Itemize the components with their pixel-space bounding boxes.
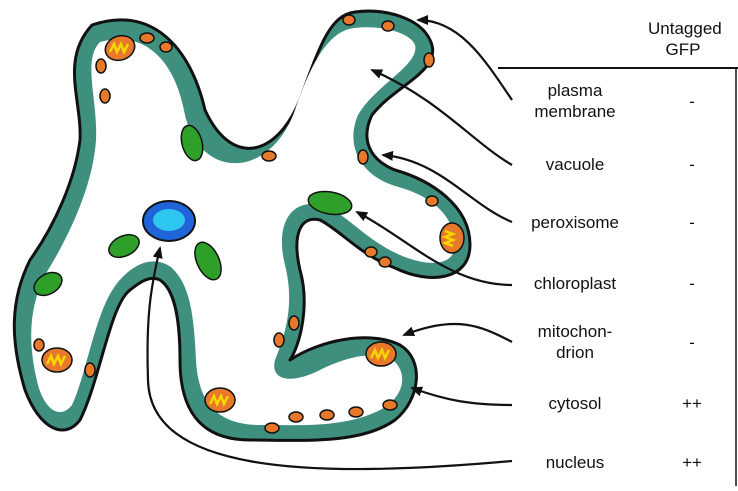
row-label-plasma-membrane: plasma membrane bbox=[520, 80, 630, 122]
gfp-header-line1: Untagged bbox=[648, 18, 718, 39]
value-peroxisome: - bbox=[672, 212, 712, 233]
value-chloroplast: - bbox=[672, 273, 712, 294]
peroxisome-icon bbox=[382, 21, 394, 31]
peroxisome-icon bbox=[262, 151, 276, 161]
peroxisome-icon bbox=[140, 33, 154, 43]
gfp-header-line2: GFP bbox=[648, 39, 718, 60]
peroxisome-icon bbox=[100, 89, 110, 103]
row-label-peroxisome: peroxisome bbox=[520, 212, 630, 233]
peroxisome-icon bbox=[274, 333, 284, 347]
peroxisome-icon bbox=[426, 196, 438, 206]
peroxisome-icon bbox=[289, 412, 303, 422]
peroxisome-icon bbox=[160, 42, 172, 52]
peroxisome-icon bbox=[343, 15, 355, 25]
row-label-cytosol: cytosol bbox=[520, 393, 630, 414]
mitochondrion-icon bbox=[205, 388, 235, 412]
gfp-column-header: Untagged GFP bbox=[648, 18, 718, 60]
peroxisome-icon bbox=[358, 150, 368, 164]
peroxisome-icon bbox=[85, 363, 95, 377]
value-mitochondrion: - bbox=[672, 332, 712, 353]
value-vacuole: - bbox=[672, 154, 712, 175]
arrow-cytosol bbox=[412, 388, 512, 405]
value-nucleus: ++ bbox=[672, 452, 712, 473]
mitochondrion-icon bbox=[366, 342, 396, 366]
value-cytosol: ++ bbox=[672, 393, 712, 414]
peroxisome-icon bbox=[96, 59, 106, 73]
row-label-vacuole: vacuole bbox=[520, 154, 630, 175]
peroxisome-icon bbox=[424, 53, 434, 67]
row-label-nucleus: nucleus bbox=[520, 452, 630, 473]
peroxisome-icon bbox=[379, 257, 391, 267]
peroxisome-icon bbox=[265, 423, 279, 433]
nucleus-icon bbox=[143, 201, 195, 241]
peroxisome-icon bbox=[383, 400, 397, 410]
peroxisome-icon bbox=[34, 339, 44, 351]
peroxisome-icon bbox=[289, 316, 299, 330]
peroxisome-icon bbox=[320, 410, 334, 420]
row-label-mitochondrion: mitochon- drion bbox=[520, 321, 630, 363]
peroxisome-icon bbox=[365, 247, 377, 257]
value-plasma-membrane: - bbox=[672, 91, 712, 112]
peroxisome-icon bbox=[349, 407, 363, 417]
mitochondrion-icon bbox=[440, 223, 464, 253]
arrow-mitochondrion bbox=[404, 324, 512, 342]
row-label-chloroplast: chloroplast bbox=[520, 273, 630, 294]
mitochondrion-icon bbox=[42, 348, 72, 372]
